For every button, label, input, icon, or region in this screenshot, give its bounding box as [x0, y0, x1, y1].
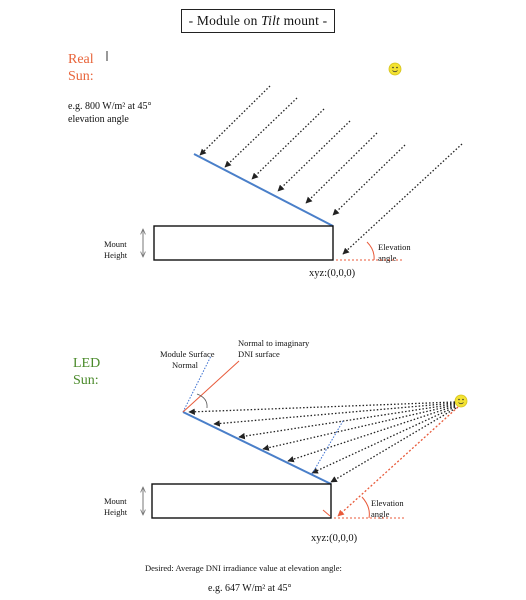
led-sun-label: LED Sun:: [73, 355, 100, 389]
led-mount-line1: Mount: [104, 496, 127, 506]
led-red-ray: [337, 406, 459, 517]
led-module-normal-line: [182, 355, 212, 413]
real-elevation-arc: [366, 241, 375, 261]
led-dni-normal-line: [182, 360, 240, 413]
led-rays: [188, 401, 457, 483]
led-sun-label-line2: Sun:: [73, 373, 99, 388]
led-mount-box: [151, 483, 332, 519]
real-example-line1: e.g. 800 W/m² at 45°: [68, 101, 152, 112]
led-elevation-line2: angle: [371, 509, 390, 519]
led-module-surface: [182, 411, 332, 485]
footer-example: e.g. 647 W/m² at 45°: [208, 583, 292, 594]
led-normal-arc: [196, 393, 208, 409]
led-module-normal-line2: Normal: [172, 360, 198, 370]
real-mount-height-label: Mount Height: [104, 239, 127, 261]
led-mount-height-label: Mount Height: [104, 496, 127, 518]
led-sun-label-line1: LED: [73, 356, 101, 371]
footer-desired: Desired: Average DNI irradiance value at…: [145, 563, 342, 573]
led-mount-line2: Height: [104, 507, 128, 517]
title-suffix: mount -: [280, 13, 328, 28]
real-sun-label-line1: Real: [68, 52, 94, 67]
real-rays: [199, 85, 463, 255]
real-sun-label: Real Sun:: [68, 51, 94, 85]
real-module-surface: [193, 153, 334, 227]
led-dni-normal-line1: Normal to imaginary: [238, 338, 310, 348]
real-sun-label-line2: Sun:: [68, 69, 94, 84]
real-origin-label: xyz:(0,0,0): [309, 268, 356, 279]
title-italic: Tilt: [261, 13, 280, 28]
real-mount-box: [153, 225, 334, 261]
real-elevation-line1: Elevation: [378, 242, 411, 252]
title-prefix: - Module on: [188, 13, 262, 28]
real-elevation-label: Elevation angle: [378, 242, 411, 264]
led-origin-mark: [322, 509, 331, 517]
real-mount-line1: Mount: [104, 239, 127, 249]
led-elevation-arc: [361, 496, 370, 519]
diagram-title: - Module on Tilt mount -: [181, 9, 335, 33]
led-elevation-line1: Elevation: [371, 498, 404, 508]
real-mount-line2: Height: [104, 250, 128, 260]
led-module-normal-line-2: [311, 420, 344, 475]
real-example-line2: elevation angle: [68, 114, 129, 125]
led-module-normal-line1: Module Surface: [160, 349, 215, 359]
led-origin-label: xyz:(0,0,0): [311, 533, 358, 544]
real-example: e.g. 800 W/m² at 45° elevation angle: [68, 100, 151, 126]
led-elevation-label: Elevation angle: [371, 498, 404, 520]
real-elevation-line2: angle: [378, 253, 397, 263]
led-module-normal-label: Module Surface Normal: [160, 349, 215, 371]
led-dni-normal-line2: DNI surface: [238, 349, 280, 359]
real-sun-icon: [388, 62, 402, 76]
led-dni-normal-label: Normal to imaginary DNI surface: [238, 338, 309, 360]
led-sun-icon: [454, 394, 468, 408]
